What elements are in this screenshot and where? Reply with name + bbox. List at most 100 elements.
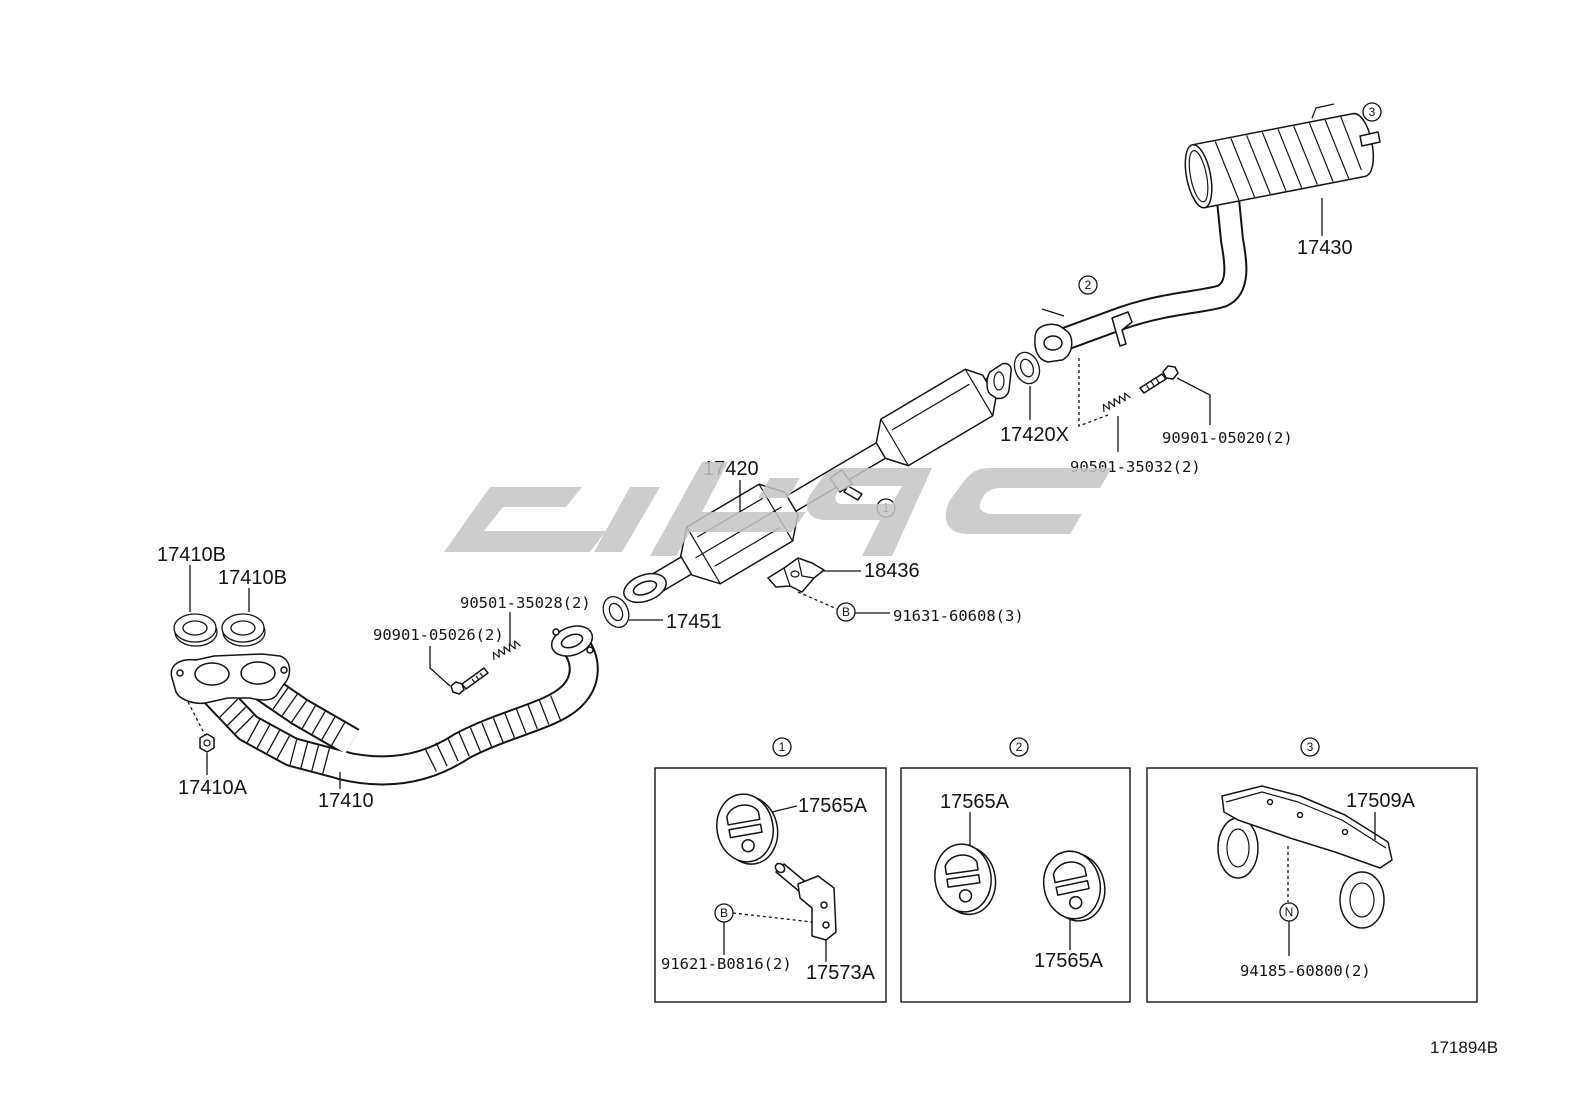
bracket-fold — [783, 557, 815, 587]
front-flange-port-1 — [194, 662, 230, 686]
inset-1: 1 17565A B 91621-B0816(2) 17573A — [654, 737, 887, 1003]
gasket-hole — [608, 602, 624, 622]
rubber-hanger-17565a — [716, 793, 779, 865]
outlet-flange — [986, 362, 1012, 400]
hanger-top-slot — [944, 854, 979, 876]
hanger-mid-slot — [946, 874, 981, 888]
tail-pipe-hanger-front — [1041, 308, 1065, 317]
watermark-shape-2 — [594, 487, 660, 552]
support-hole-1 — [1266, 798, 1274, 806]
bolt-head — [450, 681, 465, 695]
inset-3: 3 17509A N 94185-60800(2) — [1146, 737, 1478, 1003]
label-gasket-left: 17410B — [157, 544, 226, 566]
hanger-mid-slot — [1055, 879, 1090, 896]
ref-marker-3 — [1362, 102, 1382, 122]
inset-1-frame — [654, 767, 887, 1003]
watermark-shape-6 — [945, 468, 1112, 534]
watermark-shape-3 — [650, 462, 806, 556]
inlet-flange-port — [632, 580, 658, 596]
leader-inset-1-hanger — [771, 805, 798, 813]
tail-pipe-hanger-mid — [1111, 311, 1133, 347]
label-bolt-bracket: 91631-60608(3) — [893, 607, 1024, 625]
label-gasket-right: 17410B — [218, 567, 287, 589]
outlet-flange-port — [993, 371, 1005, 391]
support-beam — [1221, 785, 1393, 869]
dashed-leader-inset-1-bolt — [732, 912, 813, 923]
label-spring-front: 90501-35028(2) — [460, 594, 591, 612]
hanger-top-slot — [726, 804, 761, 826]
bracket-18436 — [767, 557, 825, 593]
bracket-hole-2 — [822, 921, 830, 929]
dashed-leader-rear-bolt — [1078, 358, 1109, 427]
inset-1-marker — [772, 737, 792, 757]
gasket-17410b-right — [221, 613, 266, 647]
support-17509a — [1217, 785, 1393, 929]
stud-center — [203, 739, 211, 747]
hanger-bottom-hole — [741, 838, 755, 853]
label-inset-3-nut: 94185-60800(2) — [1240, 962, 1371, 980]
gasket-hole — [1019, 358, 1035, 378]
bracket-rod-end — [774, 862, 786, 874]
muffler-tail-outlet — [1359, 131, 1381, 147]
leader-bolt-front — [429, 646, 451, 687]
bolt-shaft — [461, 667, 489, 690]
bolt-90901-05020 — [1139, 365, 1179, 394]
bracket-plate — [797, 875, 837, 941]
watermark-shape-5 — [806, 468, 932, 556]
gasket-17420x — [1013, 351, 1041, 385]
inset-2-marker — [1009, 737, 1029, 757]
label-front-pipe: 17410 — [318, 790, 374, 812]
label-inset-2-hanger-a: 17565A — [940, 791, 1010, 813]
tail-pipe-17430 — [1034, 103, 1381, 363]
muffler-hanger-top — [1311, 103, 1335, 119]
inset-3-marker-text: 3 — [1307, 740, 1314, 754]
hanger-bottom-hole — [1068, 895, 1083, 910]
gasket-ring-hole — [230, 620, 256, 636]
label-inset-1-bracket: 17573A — [806, 962, 876, 984]
muffler-shell — [1191, 112, 1374, 209]
support-hole-3 — [1296, 811, 1304, 819]
muffler-end-cap — [1184, 143, 1213, 209]
watermark-logo — [444, 462, 1112, 556]
label-stud: 17410A — [178, 777, 248, 799]
hanger-top-slot — [1052, 861, 1088, 884]
spring-90501-35032 — [1102, 392, 1131, 413]
stud-hex — [199, 733, 215, 753]
front-flange-bolt-hole-2 — [280, 666, 288, 674]
oxygen-sensor-tip — [843, 485, 863, 501]
inset-1-ref-marker-text: B — [720, 906, 728, 920]
support-rubber-right — [1339, 871, 1385, 929]
hanger-mid-slot — [728, 823, 763, 839]
label-inset-2-hanger-b: 17565A — [1034, 950, 1104, 972]
gasket-ring-hole — [182, 620, 208, 636]
rear-flange-bolt-hole-2 — [586, 646, 594, 654]
support-rubber-left — [1217, 817, 1259, 879]
inset-3-marker — [1300, 737, 1320, 757]
stud-17410a — [199, 733, 215, 753]
support-hole-2 — [1341, 828, 1349, 836]
inset-3-ref-marker-text: N — [1285, 905, 1294, 919]
label-bolt-rear: 90901-05020(2) — [1162, 429, 1293, 447]
ref-marker-b — [836, 602, 856, 622]
gasket-17410b-left — [173, 613, 218, 647]
label-tail-pipe: 17430 — [1297, 237, 1353, 259]
spring-coil — [492, 640, 521, 661]
bracket-hole-1 — [820, 901, 828, 909]
spring-90501-35028 — [492, 640, 521, 661]
dashed-leader-bracket-bolt — [797, 591, 838, 610]
dashed-leader-stud — [187, 701, 206, 736]
label-inset-3-support: 17509A — [1346, 790, 1416, 812]
label-bracket: 18436 — [864, 560, 920, 582]
bracket-17573a — [774, 862, 837, 941]
resonator-seams — [880, 368, 994, 466]
inset-2: 2 17565A 17565A — [900, 737, 1131, 1003]
bolt-threads — [1145, 377, 1160, 390]
ref-marker-b-text: B — [842, 605, 850, 619]
inset-2-marker-text: 2 — [1016, 740, 1023, 754]
tail-pipe-fill — [1058, 199, 1246, 350]
label-gasket-rear: 17420X — [1000, 424, 1069, 446]
label-inset-1-hanger: 17565A — [798, 795, 868, 817]
rear-flange-port — [560, 633, 584, 649]
label-gasket-mid: 17451 — [666, 611, 722, 633]
